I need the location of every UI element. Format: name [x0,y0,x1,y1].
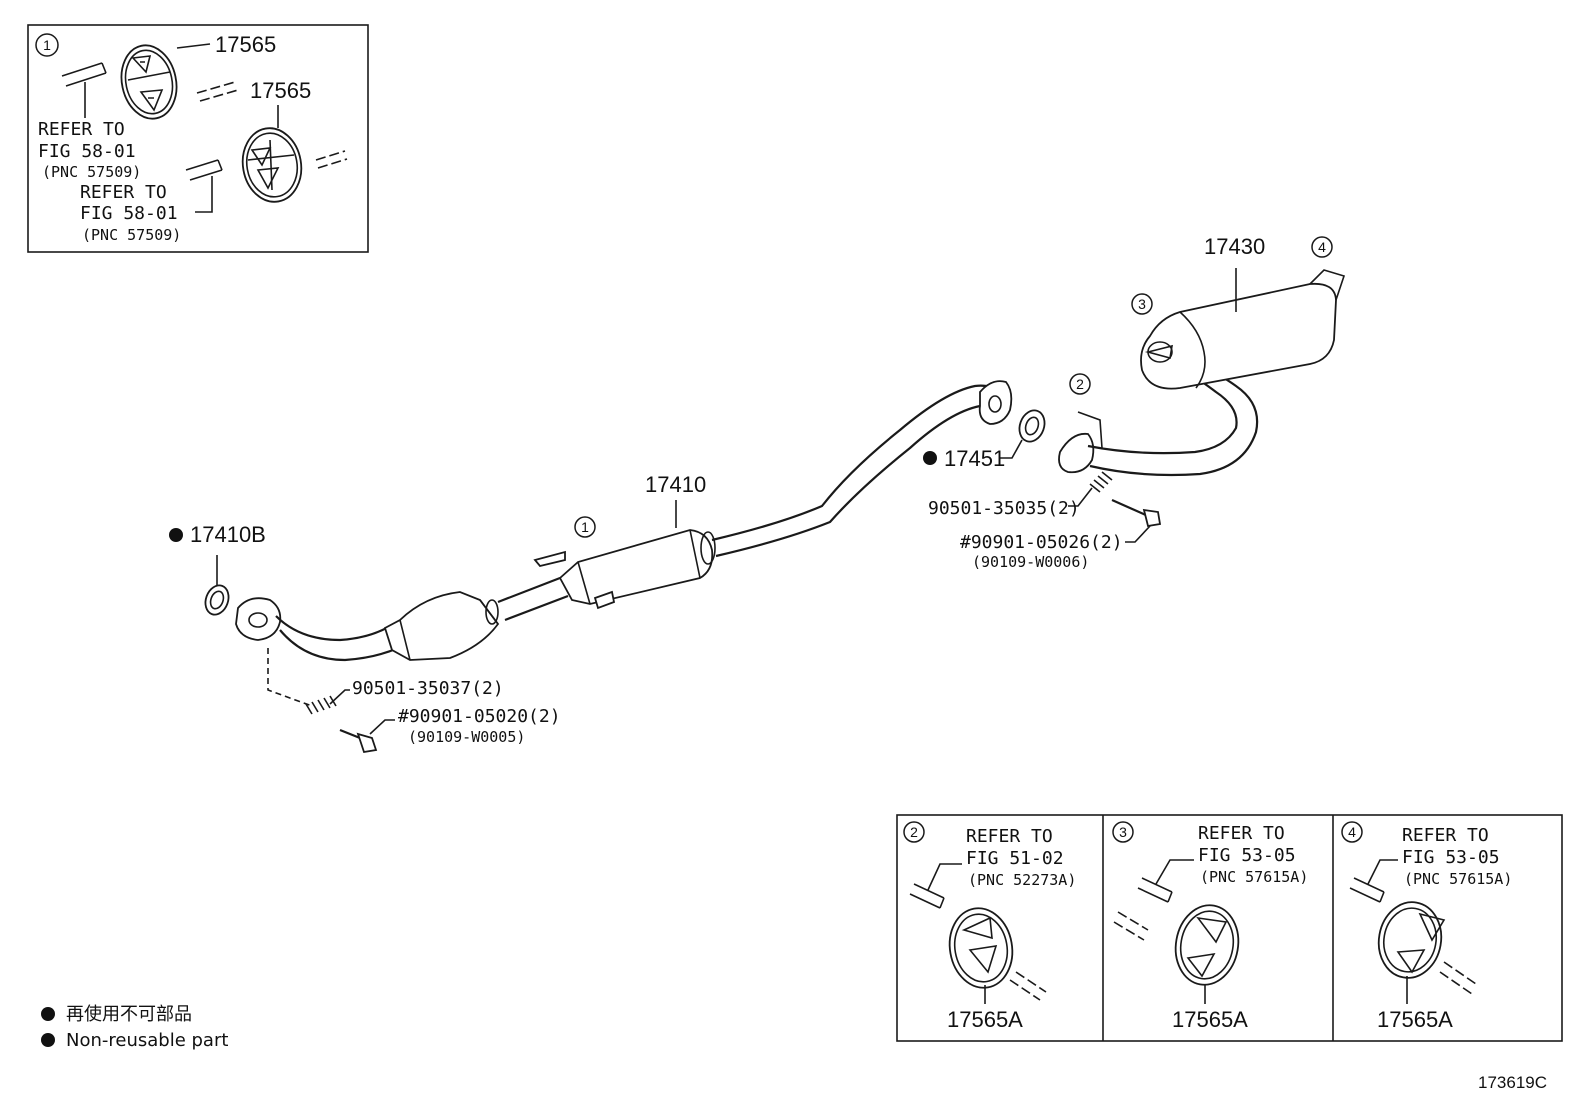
refer-text-line1: REFER TO [38,119,125,140]
refer-text-line3: (PNC 52273A) [968,871,1076,889]
part-number-17565a: 17565A [1377,1007,1453,1032]
callout-circle-3 [1131,293,1153,315]
callout-number: 2 [910,824,918,840]
non-reusable-dot [41,1033,55,1047]
callout-circle-1-main [574,516,596,538]
inset-hanger-detail-1: 1 17565 17565 REFER TO [27,24,369,253]
bolt [339,728,361,740]
refer-text-line2: FIG 53-05 [1198,845,1296,866]
callout-circle-1 [35,33,59,57]
inset-panel-2: 2 REFER TO FIG 51-02 (PNC 52273A) 17565A [903,821,1076,1032]
part-number-17565-b: 17565 [250,78,311,103]
front-exhaust-pipe-17410: 1 17410 [235,380,1013,662]
refer-text-2-line1: REFER TO [80,182,167,203]
part-number-90501-35037: 90501-35037(2) [352,678,504,699]
refer-text-2-line2: FIG 58-01 [80,203,178,224]
part-number-90901-05020: #90901-05020(2) [398,706,561,727]
callout-number: 1 [581,519,589,535]
tail-pipe-muffler-17430: 17430 3 4 2 [1058,234,1346,477]
refer-text-line1: REFER TO [1402,825,1489,846]
non-reusable-dot [923,451,937,465]
part-number-17565a: 17565A [1172,1007,1248,1032]
refer-text-line2: FIG 53-05 [1402,847,1500,868]
rubber-hanger-17565-lower [241,127,303,203]
figure-code: 173619C [1478,1073,1547,1092]
callout-number: 1 [43,37,51,53]
part-number-90901-05026: #90901-05026(2) [960,532,1123,553]
front-flange [235,597,282,641]
sub-converter [558,529,714,605]
callout-circle-4 [1311,236,1333,258]
part-number-17451: 17451 [944,446,1005,471]
refer-text-line1: REFER TO [1198,823,1285,844]
refer-text-line2: FIG 58-01 [38,141,136,162]
inset-panel-4: 4 REFER TO FIG 53-05 (PNC 57615A) 17565A [1341,821,1512,1032]
tail-flange [1058,432,1095,474]
part-number-17410b: 17410B [190,522,266,547]
callout-number: 2 [1076,376,1084,392]
inset-frame [27,24,369,253]
part-number-90501-35035: 90501-35035(2) [928,498,1080,519]
rear-fasteners: 90501-35035(2) #90901-05026(2) (90109-W0… [928,471,1162,571]
refer-text-line3: (PNC 57509) [42,163,141,181]
main-muffler [1140,282,1337,390]
rear-flange [978,380,1013,425]
legend-text-jp: 再使用不可部品 [66,1004,192,1025]
non-reusable-dot [169,528,183,542]
part-number-90109-w0005: (90109-W0005) [408,728,525,746]
part-number-90109-w0006: (90109-W0006) [972,553,1089,571]
rubber-hanger-17565a [1377,901,1443,979]
gasket-17451: 17451 [923,409,1046,471]
refer-text-line2: FIG 51-02 [966,848,1064,869]
front-fasteners: 90501-35037(2) #90901-05020(2) (90109-W0… [267,648,561,754]
callout-number: 3 [1119,824,1127,840]
rubber-hanger-17565-upper [120,44,178,120]
legend-text-en: Non-reusable part [66,1030,228,1051]
compression-spring [1089,471,1113,493]
gasket-17410b: 17410B [169,522,266,616]
refer-text-line3: (PNC 57615A) [1404,870,1512,888]
callout-number: 4 [1348,824,1356,840]
part-number-17565a: 17565A [947,1007,1023,1032]
bolt [1111,498,1149,518]
callout-number: 3 [1138,296,1146,312]
inset-hanger-detail-2-4: 2 REFER TO FIG 51-02 (PNC 52273A) 17565A… [896,814,1563,1042]
callout-number: 4 [1318,239,1326,255]
non-reusable-dot [41,1007,55,1021]
callout-circle-2 [1069,373,1091,395]
part-number-17565-a: 17565 [215,32,276,57]
rubber-hanger-17565a [1174,904,1240,986]
compression-spring [305,695,337,715]
refer-text-2-line3: (PNC 57509) [82,226,181,244]
part-number-17430: 17430 [1204,234,1265,259]
inset-frame [896,814,1563,1042]
legend: 再使用不可部品 Non-reusable part [41,1004,228,1051]
inset-panel-3: 3 REFER TO FIG 53-05 (PNC 57615A) 17565A [1112,821,1308,1032]
refer-text-line1: REFER TO [966,826,1053,847]
refer-text-line3: (PNC 57615A) [1200,868,1308,886]
part-number-17410: 17410 [645,472,706,497]
